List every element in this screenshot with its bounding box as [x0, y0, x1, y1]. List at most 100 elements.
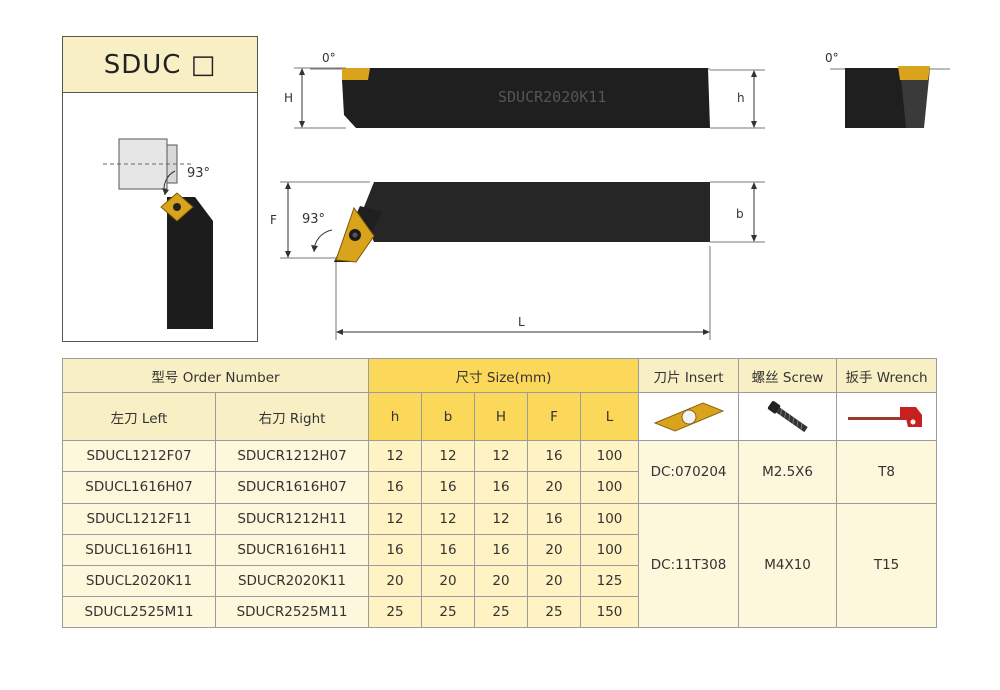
wrench-header: 扳手 Wrench: [836, 357, 938, 394]
right-model-cell: SDUCR1616H07: [215, 471, 369, 504]
angle-top-left-label: 0°: [322, 51, 336, 65]
L-label: L: [518, 315, 525, 329]
H-cell: 12: [474, 440, 528, 473]
right-header: 右刀 Right: [215, 392, 369, 442]
angle-label: 93°: [187, 166, 210, 181]
insert-cell: DC:11T308: [638, 502, 740, 629]
tool-engraving: SDUCR2020K11: [498, 88, 606, 106]
tool-end-view: [845, 68, 920, 128]
h-arrow-top-icon: [751, 70, 757, 77]
F-cell: 16: [527, 440, 581, 473]
insert-end-icon: [898, 66, 930, 80]
tool-plan-view: [362, 182, 710, 242]
h-cell: 12: [368, 440, 422, 473]
table-row: SDUCL1212F07 SDUCR1212H07 12 12 12 16 10…: [62, 440, 938, 504]
left-model-cell: SDUCL1212F07: [62, 440, 216, 473]
b-cell: 16: [421, 533, 475, 566]
F-arrow-top-icon: [285, 182, 291, 189]
H-arrow-top-icon: [299, 68, 305, 75]
H-cell: 16: [474, 533, 528, 566]
right-model-cell: SDUCR1212H07: [215, 440, 369, 473]
right-model-cell: SDUCR1616H11: [215, 533, 369, 566]
b-cell: 20: [421, 564, 475, 597]
left-model-cell: SDUCL2525M11: [62, 595, 216, 629]
right-model-cell: SDUCR1212H11: [215, 502, 369, 535]
screw-cell: M2.5X6: [738, 440, 838, 504]
approach-angle-label: 93°: [302, 212, 325, 227]
H-header: H: [474, 392, 528, 442]
insert-screw-icon: [173, 203, 181, 211]
spec-table: 型号 Order Number 尺寸 Size(mm) 刀片 Insert 螺丝…: [62, 357, 938, 629]
b-cell: 16: [421, 471, 475, 504]
tool-end-bevel: [900, 68, 930, 128]
table-row: SDUCL1212F11 SDUCR1212H11 12 12 12 16 10…: [62, 502, 938, 629]
b-label: b: [736, 207, 744, 221]
left-model-cell: SDUCL2020K11: [62, 564, 216, 597]
screw-icon: [767, 400, 808, 432]
screw-cell: M4X10: [738, 502, 838, 629]
right-model-cell: SDUCR2525M11: [215, 595, 369, 629]
screw-head-icon: [352, 232, 358, 238]
angle-top-right-label: 0°: [825, 51, 839, 65]
model-title: SDUC □: [63, 37, 257, 93]
wrench-thumbnail: [836, 392, 938, 442]
F-cell: 20: [527, 533, 581, 566]
b-arrow-bottom-icon: [751, 235, 757, 242]
H-cell: 16: [474, 471, 528, 504]
F-cell: 20: [527, 564, 581, 597]
b-cell: 12: [421, 502, 475, 535]
L-cell: 150: [579, 595, 640, 629]
wrench-cell: T8: [836, 440, 938, 504]
F-arrow-bottom-icon: [285, 251, 291, 258]
h-label: h: [737, 91, 745, 105]
h-arrow-bottom-icon: [751, 121, 757, 128]
L-header: L: [579, 392, 640, 442]
screw-thumbnail: [738, 392, 838, 442]
order-number-header: 型号 Order Number: [62, 357, 369, 394]
H-cell: 12: [474, 502, 528, 535]
b-cell: 25: [421, 595, 475, 629]
approach-angle-arc: [313, 229, 333, 253]
screw-header: 螺丝 Screw: [738, 357, 838, 394]
L-arrow-left-icon: [336, 329, 343, 335]
approach-angle-schematic: 93°: [103, 138, 213, 329]
h-cell: 16: [368, 471, 422, 504]
F-label: F: [270, 213, 277, 227]
left-model-cell: SDUCL1616H07: [62, 471, 216, 504]
F-cell: 16: [527, 502, 581, 535]
L-cell: 100: [579, 471, 640, 504]
H-arrow-bottom-icon: [299, 121, 305, 128]
b-header: b: [421, 392, 475, 442]
wrench-cell: T15: [836, 502, 938, 629]
F-cell: 25: [527, 595, 581, 629]
insert-side-icon: [342, 68, 370, 80]
insert-thumbnail: [638, 392, 740, 442]
h-header: h: [368, 392, 422, 442]
L-cell: 100: [579, 440, 640, 473]
table-row: SDUCL1616H11 SDUCR1616H11 16 16 16 20 10…: [62, 533, 937, 566]
b-arrow-top-icon: [751, 182, 757, 189]
H-label: H: [284, 91, 293, 105]
h-cell: 25: [368, 595, 422, 629]
L-cell: 100: [579, 533, 640, 566]
F-cell: 20: [527, 471, 581, 504]
L-cell: 125: [579, 564, 640, 597]
h-cell: 16: [368, 533, 422, 566]
table-row: SDUCL2525M11 SDUCR2525M11 25 25 25 25 15…: [62, 595, 937, 629]
approach-arrow-icon: [311, 245, 318, 252]
size-header: 尺寸 Size(mm): [367, 357, 640, 394]
h-cell: 12: [368, 502, 422, 535]
tool-shank-icon: [167, 221, 213, 329]
wrench-icon: [847, 406, 922, 427]
H-cell: 25: [474, 595, 528, 629]
tool-side-view: [342, 68, 710, 128]
F-header: F: [527, 392, 581, 442]
L-cell: 100: [579, 502, 640, 535]
model-title-box: SDUC □ 93°: [62, 36, 258, 342]
insert-header: 刀片 Insert: [638, 357, 740, 394]
left-header: 左刀 Left: [62, 392, 216, 442]
H-cell: 20: [474, 564, 528, 597]
L-arrow-right-icon: [703, 329, 710, 335]
table-row: SDUCL2020K11 SDUCR2020K11 20 20 20 20 12…: [62, 564, 937, 597]
tool-dimension-drawing: 0° 0° SDUCR2020K11 H h F 93° b L: [270, 51, 950, 340]
